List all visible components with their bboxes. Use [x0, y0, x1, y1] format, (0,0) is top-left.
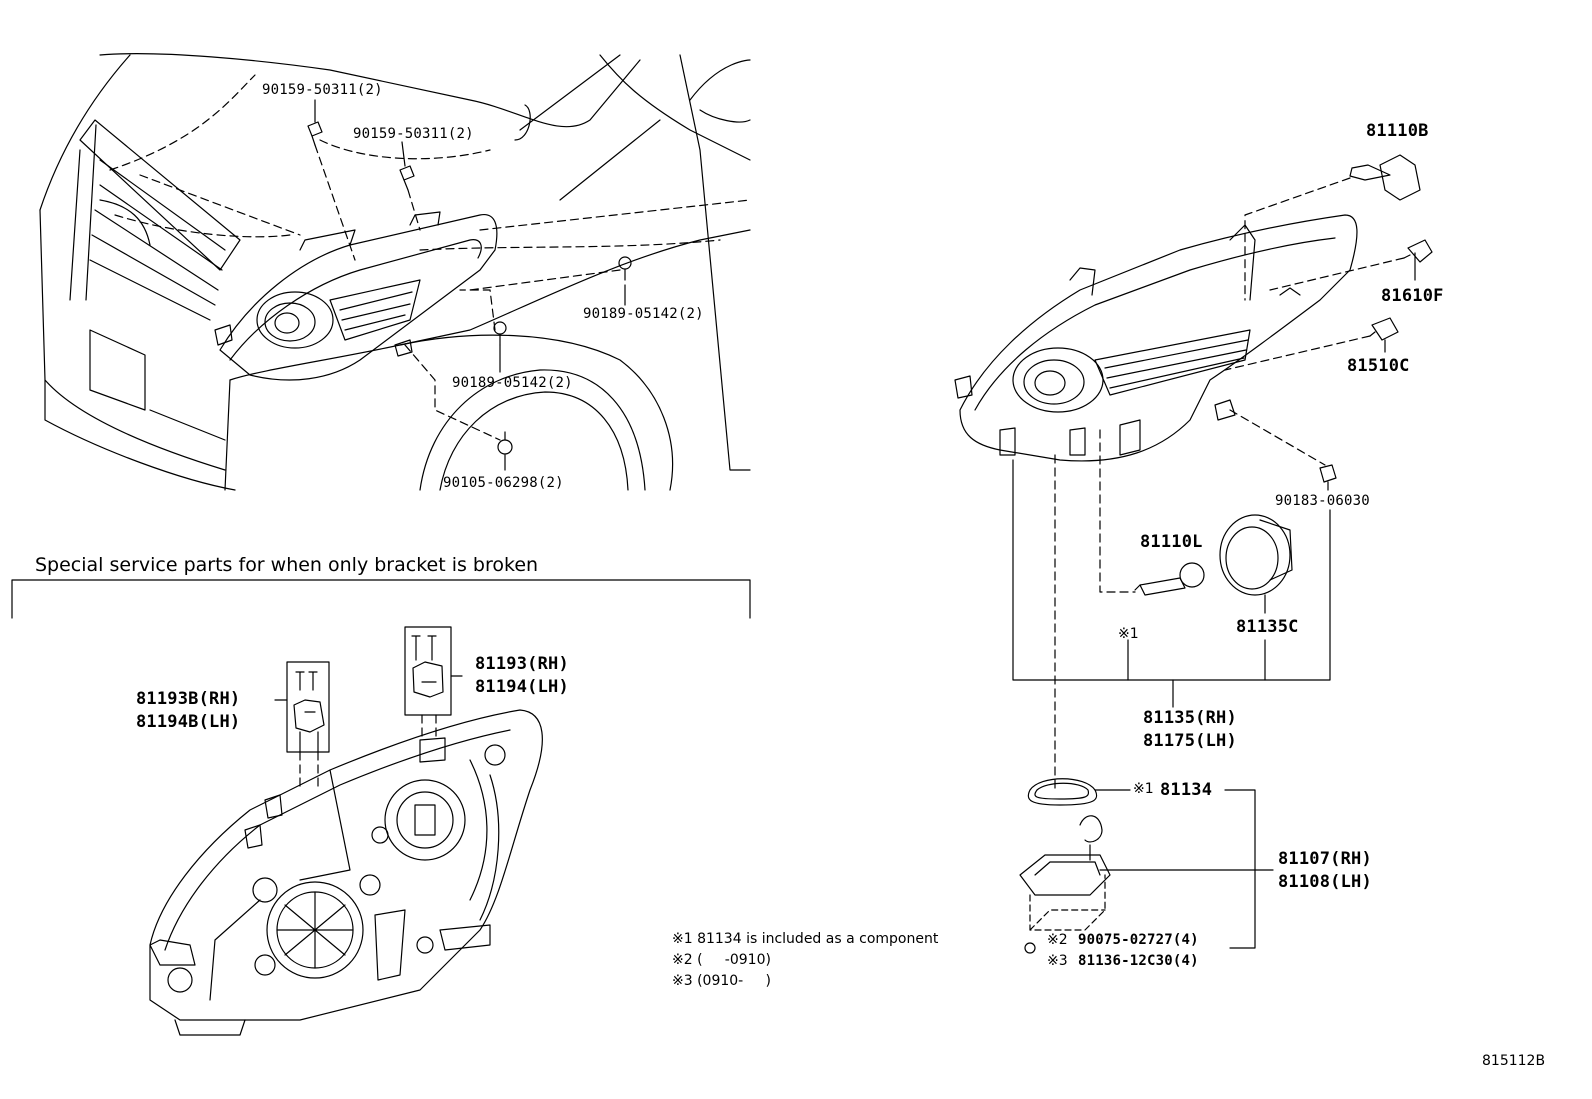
section-heading: Special service parts for when only brac… — [35, 554, 539, 576]
callout-81136-12c30: 81136-12C30(4) — [1078, 953, 1199, 969]
headlamp-installed-illustration — [215, 212, 497, 380]
callout-81610f: 81610F — [1381, 286, 1444, 306]
bulb-w5w-icon — [1404, 240, 1432, 262]
leader-lines-left — [315, 100, 625, 470]
bulb-hid-icon — [1135, 563, 1204, 595]
ballast-icon — [1020, 816, 1110, 953]
callout-81110l: 81110L — [1140, 532, 1203, 552]
callout-81108-lh: 81108(LH) — [1278, 872, 1372, 892]
callout-81193-rh: 81193(RH) — [475, 654, 569, 674]
callout-81510c: 81510C — [1347, 356, 1410, 376]
callout-81135-rh: 81135(RH) — [1143, 708, 1237, 728]
leader-lines-ballast — [1095, 790, 1273, 948]
bracket-a-set — [405, 627, 462, 715]
callout-81110b: 81110B — [1366, 121, 1429, 141]
callout-90159-50311-a: 90159-50311(2) — [262, 82, 383, 98]
bracket-b-set — [275, 662, 329, 752]
clip-icon — [308, 122, 322, 145]
screw-mark-3: ※3 — [1047, 953, 1068, 969]
vehicle-front-illustration — [40, 54, 750, 490]
bulb-side-icon — [1370, 318, 1398, 340]
special-service-frame — [12, 580, 750, 618]
screw-mark-2: ※2 — [1047, 932, 1068, 948]
callout-81193b-rh: 81193B(RH) — [136, 689, 241, 709]
callout-81107-rh: 81107(RH) — [1278, 849, 1372, 869]
bulb-hb-icon — [1350, 155, 1420, 200]
note-2: ※2 ( -0910) — [672, 952, 771, 968]
callout-81134: 81134 — [1160, 780, 1213, 800]
callout-90075-02727: 90075-02727(4) — [1078, 932, 1199, 948]
diagram-code: 815112B — [1482, 1053, 1546, 1069]
screw-icon — [619, 257, 631, 280]
leader-lines-right — [1013, 178, 1415, 790]
callout-81135c: 81135C — [1236, 617, 1299, 637]
headlamp-rear-illustration — [150, 710, 542, 1035]
clip-icon — [400, 166, 414, 190]
callout-90183-06030: 90183-06030 — [1275, 493, 1370, 509]
gasket-mark: ※1 — [1133, 781, 1154, 797]
nut-icon — [1320, 465, 1336, 482]
callout-90189-05142-a: 90189-05142(2) — [583, 306, 704, 322]
cover-icon — [1220, 515, 1292, 595]
callout-81175-lh: 81175(LH) — [1143, 731, 1237, 751]
note-3: ※3 (0910- ) — [672, 973, 771, 989]
gasket-icon — [1028, 779, 1096, 805]
screw-icon — [494, 322, 506, 345]
callout-81194-lh: 81194(LH) — [475, 677, 569, 697]
screw-icon — [498, 432, 512, 454]
headlamp-assembly-illustration — [955, 215, 1357, 461]
mark-1: ※1 — [1118, 626, 1139, 642]
callout-90189-05142-b: 90189-05142(2) — [452, 375, 573, 391]
callout-90105-06298: 90105-06298(2) — [443, 475, 564, 491]
callout-90159-50311-b: 90159-50311(2) — [353, 126, 474, 142]
note-1: ※1 81134 is included as a component — [672, 931, 939, 947]
callout-81194b-lh: 81194B(LH) — [136, 712, 241, 732]
